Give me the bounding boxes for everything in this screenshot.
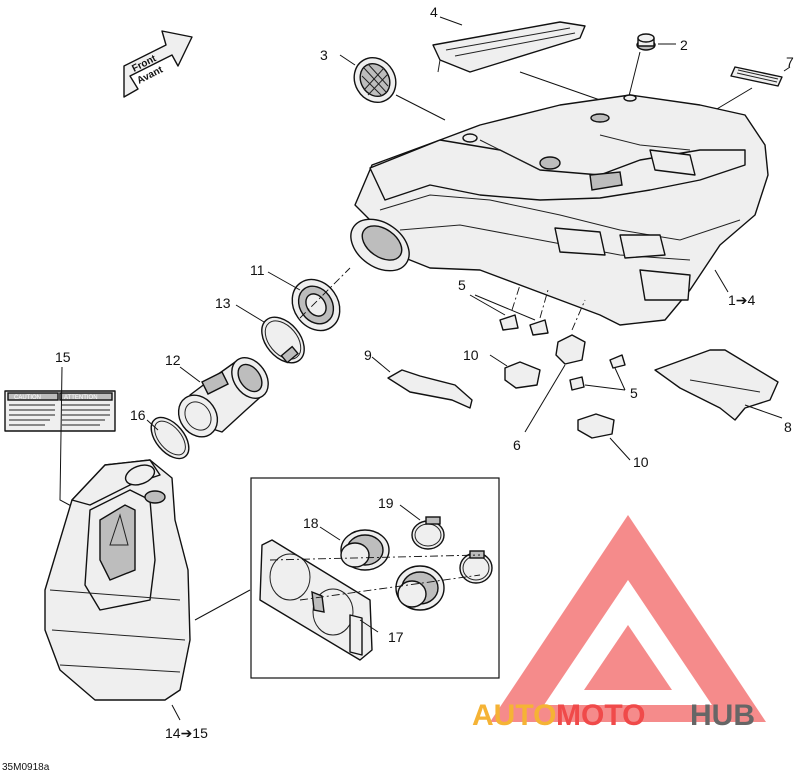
part-13-clamp <box>235 304 305 364</box>
watermark-moto: MOTO <box>556 699 645 732</box>
callout-8: 8 <box>784 419 792 435</box>
callout-9: 9 <box>364 347 372 363</box>
watermark-triangle-core <box>584 625 672 690</box>
detail-inset <box>250 477 500 679</box>
part-16-oring <box>146 416 190 460</box>
watermark-text: AUTO MOTO HUB <box>472 699 755 732</box>
watermark-auto: AUTO <box>472 699 556 732</box>
callout-13: 13 <box>215 295 231 311</box>
callout-17: 17 <box>388 629 404 645</box>
callout-5b: 5 <box>630 385 638 401</box>
part-5-clips <box>469 284 626 391</box>
callout-15: 15 <box>55 349 71 365</box>
callout-12: 12 <box>165 352 181 368</box>
airbox-assembly <box>350 94 769 326</box>
callout-4: 4 <box>430 4 438 20</box>
part-19-clamps <box>399 504 493 584</box>
caution-heading: CAUTION <box>14 395 41 401</box>
part-2-grommet <box>627 33 676 101</box>
callout-6: 6 <box>513 437 521 453</box>
part-6-connector <box>524 299 586 433</box>
part-7-label <box>689 66 791 126</box>
callout-10a: 10 <box>463 347 479 363</box>
callout-18: 18 <box>303 515 319 531</box>
callout-2: 2 <box>680 37 688 53</box>
part-8-plate <box>654 349 783 421</box>
callout-3: 3 <box>320 47 328 63</box>
part-10-brackets <box>489 354 631 461</box>
callout-19: 19 <box>378 495 394 511</box>
part-3-filter <box>339 54 446 121</box>
callout-1: 1➔4 <box>728 292 756 308</box>
part-18-ring <box>319 526 390 571</box>
part-4-cover <box>432 16 601 101</box>
watermark-logo <box>490 515 766 722</box>
callout-14: 14➔15 <box>165 725 208 741</box>
callout-7: 7 <box>786 54 794 70</box>
part-11-coupling <box>267 267 351 332</box>
front-arrow-shape <box>123 30 193 98</box>
part-12-duct <box>177 357 269 438</box>
part-15-caution-label: CAUTION ATTENTION <box>4 366 116 509</box>
callout-labels: 1➔4 2 3 4 5 5 6 7 8 9 10 10 11 12 13 14➔… <box>55 4 794 741</box>
inset-frame <box>250 477 500 679</box>
attention-heading: ATTENTION <box>64 395 98 401</box>
watermark-hub: HUB <box>690 699 755 732</box>
callout-5a: 5 <box>458 277 466 293</box>
callout-16: 16 <box>130 407 146 423</box>
callout-10b: 10 <box>633 454 649 470</box>
silencer-assembly <box>44 459 251 721</box>
part-9-gasket <box>371 356 473 409</box>
callout-11: 11 <box>250 262 265 278</box>
front-arrow: Front Avant <box>123 30 193 98</box>
drawing-code: 35M0918a <box>2 762 50 773</box>
